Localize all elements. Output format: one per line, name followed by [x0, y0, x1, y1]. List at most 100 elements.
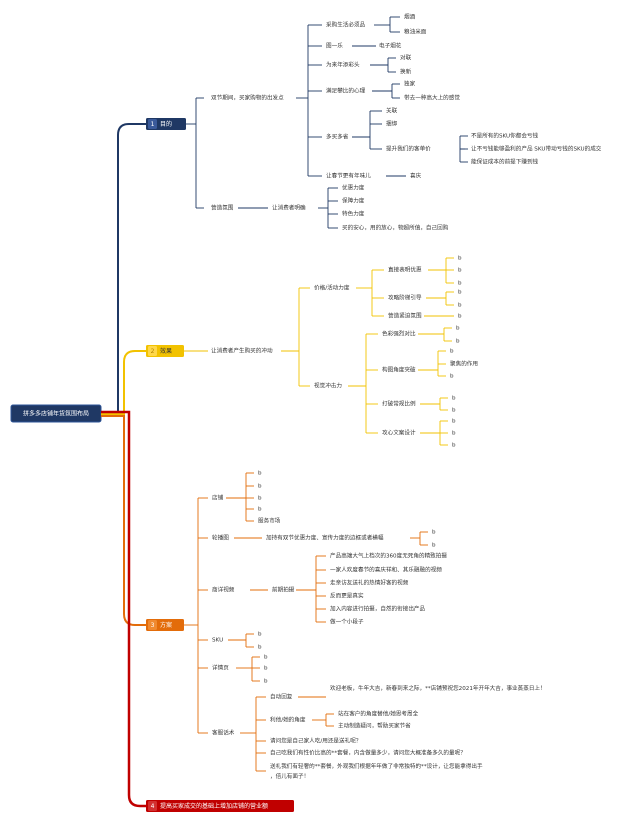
node-b: b	[450, 374, 454, 380]
branch-plan-label: 方案	[160, 621, 172, 629]
branch-revenue-number: 4	[151, 803, 155, 810]
node-not-all-sku-lose: 不是所有的SKU你都会亏钱	[471, 132, 539, 140]
connector	[101, 415, 146, 626]
branch-revenue-label: 提高买家成交的基础上增加店铺的营业额	[160, 802, 268, 810]
node-break-proportion: 打破常规比例	[382, 400, 416, 408]
branch-effect-label: 效果	[160, 347, 172, 355]
node-self-use-package: 自己吃我们有性价比高的**套餐，内含做量多少，请问您大概准备多久的量呢？	[270, 749, 466, 757]
node-altruistic-angle: 利他/她的角度	[270, 716, 306, 724]
node-high-end-feel: 带去一种高大上的感觉	[404, 94, 460, 102]
node-video-item: 产品高端大气上档次的360度无死角的精致拍摄	[330, 552, 447, 560]
node-let-consumer-know: 让消费者明确	[272, 204, 306, 212]
node-welcome-message: 欢迎老板，牛年大吉，新春到来之际，**店铺预祝您2021年开年大吉，事业蒸蒸日上…	[330, 684, 546, 692]
node-carousel: 轮播图	[212, 534, 229, 542]
node-atmosphere: 营造氛围	[211, 204, 234, 212]
node-b: b	[452, 443, 456, 449]
node-customer-perspective: 站在客户的角度替他/她思考周全	[338, 710, 419, 718]
node-composition-angle: 构图角度突破	[382, 366, 416, 374]
node-b: b	[458, 303, 462, 309]
node-gift-package: 送礼我们有轻奢的**套餐，外观我们根据年年做了非常独特的**设计，让您能拿得出手…	[270, 762, 483, 780]
node-b: b	[452, 396, 456, 402]
node-video-item: 反而更是真实	[330, 592, 364, 600]
node-b: b	[458, 268, 462, 274]
node-fun: 图一乐	[326, 42, 343, 50]
text-line: 欢迎老板，牛年大吉，新春到来之际，**店铺预祝您2021年开年大吉，事业蒸蒸日上…	[330, 684, 546, 692]
node-cs-script: 客服话术	[212, 729, 235, 737]
node-b: b	[258, 645, 262, 651]
node-guarantee-strength: 保障力度	[342, 197, 365, 205]
node-direct-discount: 直接表明优惠	[388, 266, 422, 274]
node-b: b	[458, 281, 462, 287]
node-b: b	[450, 349, 454, 355]
node-b: b	[258, 496, 262, 502]
text-line: ，倍儿有面子！	[270, 772, 309, 780]
node-e-fireworks: 电子烟花	[379, 42, 402, 50]
branch-revenue-box	[146, 800, 294, 812]
node-shopping-motives: 双节期间，买家购物的出发点	[211, 94, 284, 102]
node-b: b	[264, 666, 268, 672]
node-b: b	[264, 655, 268, 661]
node-sku: SKU	[212, 638, 223, 644]
node-detail-video: 商详视频	[212, 586, 235, 594]
node-daily-necessities: 采购生活必须品	[326, 21, 366, 29]
text-line: 送礼我们有轻奢的**套餐，外观我们根据年年做了非常独特的**设计，让您能拿得出手	[270, 762, 483, 770]
node-visual-impact: 视觉冲击力	[314, 382, 342, 390]
node-ladder-guide: 攻略阶梯引导	[388, 294, 422, 302]
node-b: b	[258, 507, 262, 513]
node-price-activity: 价格/活动力度	[314, 284, 350, 292]
root-label: 拼多多店铺年货氛围布局	[23, 409, 89, 417]
node-carousel-banner: 加持有双节优惠力度、宣传力度的边框或者横幅	[266, 534, 384, 542]
node-tobacco-liquor: 烟酒	[404, 13, 416, 21]
node-create-question: 主动制造疑问，帮助买家节省	[338, 722, 411, 730]
branch-goal-label: 目的	[160, 120, 172, 128]
node-color-contrast: 色彩强烈对比	[382, 330, 416, 338]
branch-goal-number-badge	[148, 119, 157, 129]
node-store: 店铺	[212, 494, 224, 502]
node-b: b	[264, 679, 268, 685]
connector	[101, 123, 146, 413]
node-new-year-flavor: 让春节更有年味儿	[326, 172, 371, 180]
node-profit-sku-drive: 让不亏钱能够盈利的产品 SKU带动亏钱的SKU的成交	[471, 145, 602, 153]
node-couplets: 对联	[400, 54, 412, 62]
branch-plan-number: 3	[151, 622, 155, 629]
node-b: b	[458, 290, 462, 296]
node-b: b	[258, 471, 262, 477]
node-festive: 喜庆	[410, 172, 422, 180]
node-buy-more-save: 多买多省	[326, 133, 349, 141]
node-b: b	[432, 530, 436, 536]
node-auto-reply: 自动回复	[270, 693, 293, 701]
node-video-item: 一家人欢度春节的喜庆祥和、其乐融融的视频	[330, 566, 442, 574]
node-video-item: 做一个小段子	[330, 618, 364, 626]
node-b: b	[456, 339, 460, 345]
node-bundle: 捆绑	[386, 120, 398, 128]
node-b: b	[258, 632, 262, 638]
node-ask-self-or-gift: 请问您是自己家人吃/用还是送礼呢？	[270, 737, 361, 745]
node-discount-strength: 优惠力度	[342, 184, 365, 192]
node-service-market: 服务市场	[258, 517, 281, 525]
node-detail-page: 详情页	[212, 664, 229, 672]
connector	[101, 410, 146, 808]
node-b: b	[458, 314, 462, 320]
node-b: b	[258, 484, 262, 490]
node-b: b	[452, 431, 456, 437]
node-purchase-impulse: 让消费者产生购买的冲动	[211, 347, 273, 355]
node-grain-oil: 粮油米面	[404, 28, 427, 36]
branch-revenue-number-badge	[148, 801, 157, 811]
branch-effect-number: 2	[151, 348, 155, 355]
node-pre-shoot: 前期拍摄	[272, 586, 295, 594]
branch-plan-number-badge	[148, 620, 157, 630]
node-exclusive: 独家	[404, 80, 416, 88]
node-b: b	[458, 256, 462, 262]
node-b: b	[452, 408, 456, 414]
node-raise-order-value: 提升我们的客单价	[386, 145, 431, 153]
node-comparison: 满足攀比的心理	[326, 87, 366, 95]
node-focus-effect: 聚焦的作用	[450, 360, 478, 368]
node-video-item: 走亲访友送礼的热情好客的视频	[330, 579, 409, 587]
node-new-year-luck: 为来年添彩头	[326, 61, 360, 69]
connector	[101, 350, 146, 415]
node-urgency: 营造紧迫氛围	[388, 312, 422, 320]
node-video-item: 加入内容进行拍摄，自然的衔接出产品	[330, 605, 426, 613]
branch-effect-number-badge	[148, 346, 157, 356]
node-b: b	[452, 419, 456, 425]
